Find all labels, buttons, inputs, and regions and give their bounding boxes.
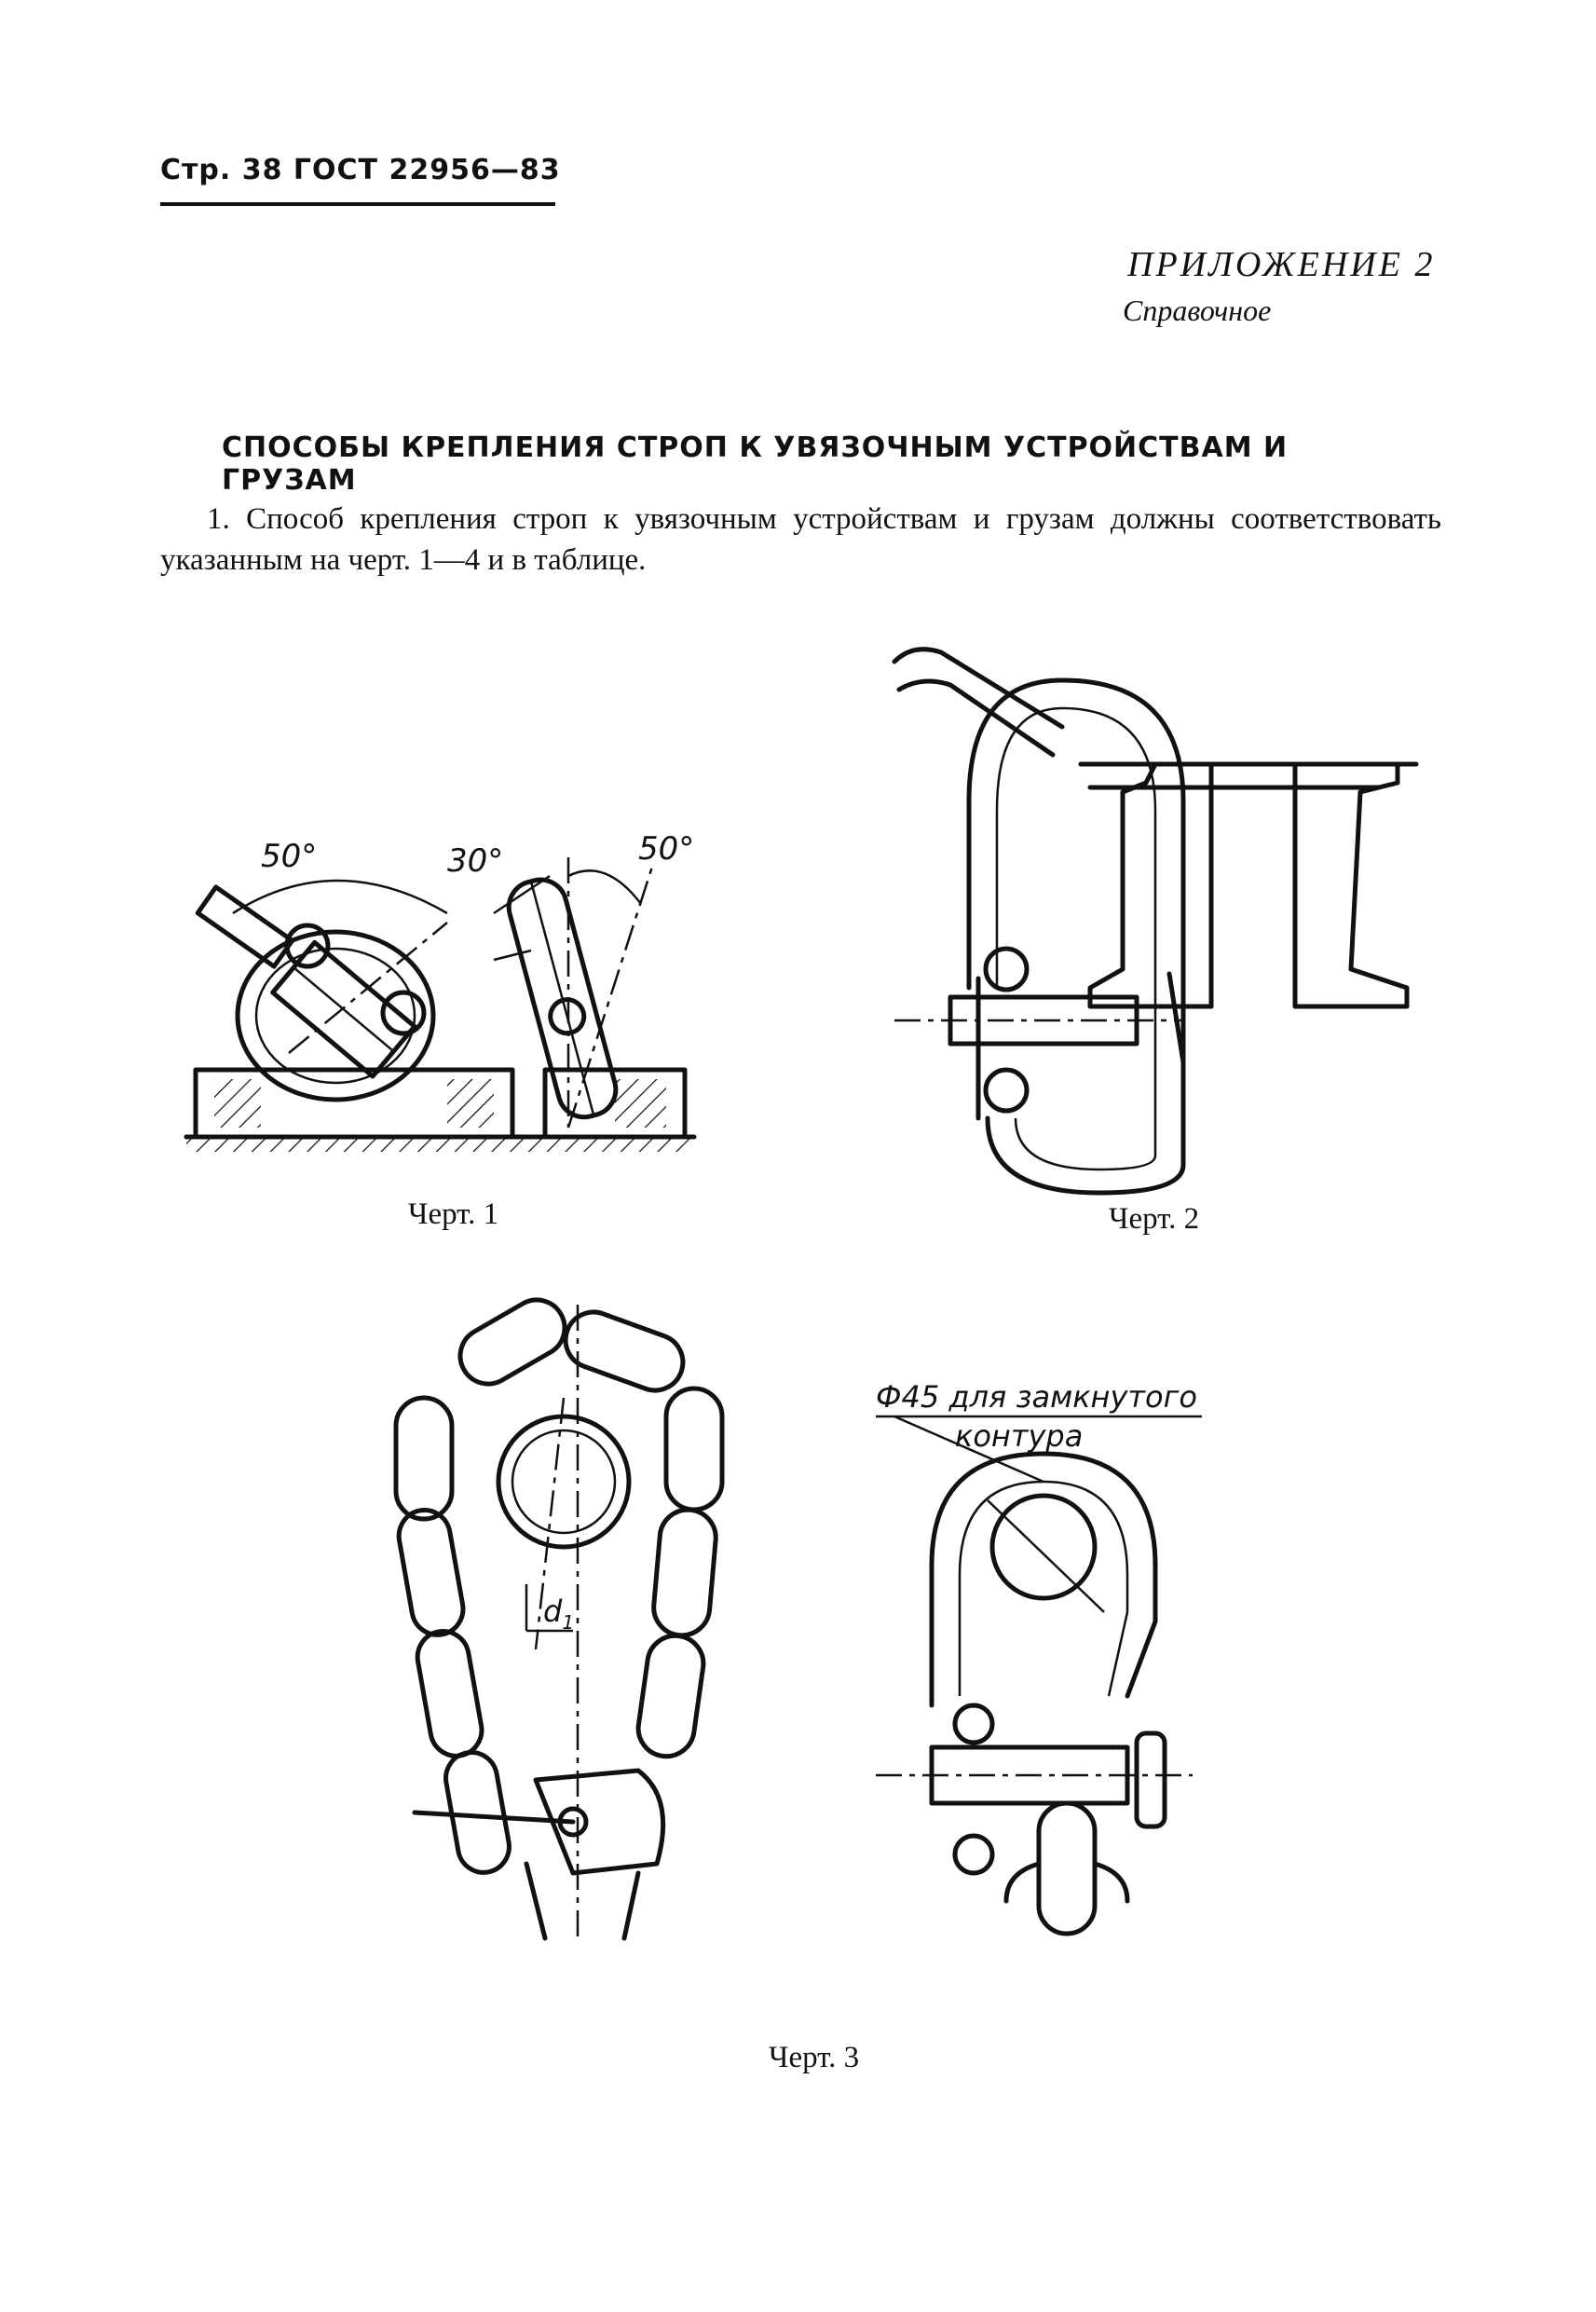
header-rule (160, 202, 555, 206)
d1-label: d1 (543, 1594, 574, 1634)
figure-1-drawing: 50° 30° 50° (184, 830, 697, 1152)
figure-3-chain-drawing: d1 (393, 1297, 725, 1941)
angle-right-label: 50° (638, 830, 694, 868)
figure-3-caption: Черт. 3 (769, 2041, 860, 2074)
body-paragraph: 1. Способ крепления строп к увязочным ус… (160, 502, 1441, 577)
phi-label-line2: контура (955, 1418, 1083, 1454)
angle-left-label: 50° (261, 838, 317, 875)
phi-label-line1: Ф45 для замкнутого (876, 1379, 1197, 1415)
page-header: Стр. 38 ГОСТ 22956—83 (160, 154, 561, 186)
appendix-subtitle: Справочное (1123, 294, 1272, 327)
appendix-title: ПРИЛОЖЕНИЕ 2 (1127, 245, 1436, 284)
section-title: СПОСОБЫ КРЕПЛЕНИЯ СТРОП К УВЯЗОЧНЫМ УСТР… (222, 431, 1289, 497)
figure-3-shackle-drawing: Ф45 для замкнутого контура (876, 1379, 1202, 1936)
angle-mid-label: 30° (447, 842, 503, 880)
figure-2-caption: Черт. 2 (1109, 1202, 1200, 1236)
figure-2-drawing (892, 647, 1419, 1196)
figure-1-caption: Черт. 1 (408, 1197, 499, 1231)
